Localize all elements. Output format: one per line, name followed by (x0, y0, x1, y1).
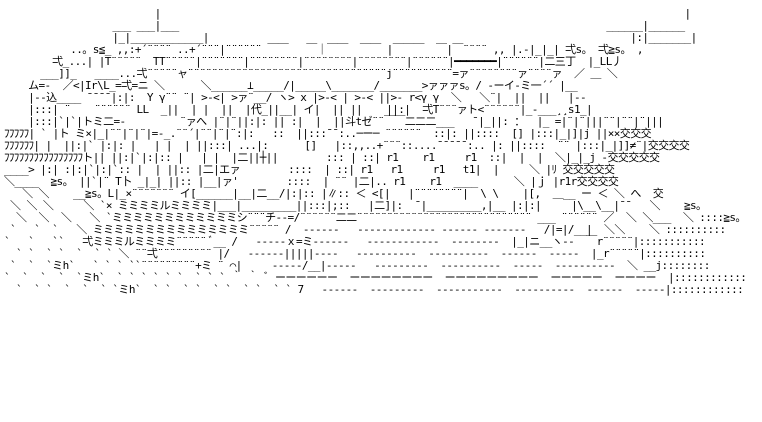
art-line: ` ` ` ` ` ` `ミh` ` ` ` ` ` ` ` ` ` ` 7 -… (4, 283, 744, 296)
art-line: ＼ ＼ ＼ ＼ `ミミミミミミミミミミミミシ¨¨¨チ--=/¨¨¨¨¨¨二二¨¨… (4, 211, 746, 224)
art-line: ＼____ ≧s。 ||`|¨ T卜 _|_| ||:: |__|ァ' ::::… (4, 175, 619, 188)
art-line: |:::| ¨ ¨¨¨¨¨¨ LL _|| | | || |代_||__| イ|… (4, 103, 593, 116)
art-line: ム=- ／<|Ir\L_=弌=ニ ＼ ＼______⊥_____/|_____\… (4, 79, 578, 92)
art-line: ____> |:| :|:|`|:|`:: | | ||:: |二|エァ :::… (4, 163, 615, 176)
ascii-art-canvas: | | ___ ___|___ ______|____ (4, 8, 758, 416)
art-line: ..。s≦_ ,,:+´¨¨¨¨ ..+´¨¨¨|¨¨¨¨¨¨ ￣￣ ￣｜￣￣ … (4, 43, 643, 56)
art-line: ` ` ` ` ` ` ` ＼ ¨¨弌¨¨¨¨¨¨¨¨¨ |/ ------||… (4, 247, 706, 260)
art-line: ` ` `` 弌ミミミルミミミミ¨¨¨¨¨ ﾞ__ / -----ｘ=ミ----… (4, 235, 706, 248)
art-line: ＼ ＼ __≧s。L|_×¨¨¨¨¨¨¨ イ[______|__|二__/|:|… (4, 187, 664, 200)
art-line: | | (4, 8, 692, 20)
art-line: ___]]_ ____...弌¨¨¨¨¨ャ¨¨¨¨¨¨¨¨¨¨¨¨¨¨¨¨¨¨¨… (4, 67, 618, 80)
art-line: |:::|`|`|トミ二=- ¨ァへ |¨|¨||:|: || :| | ||斗… (4, 115, 664, 128)
art-line: |--込____ ¯¯¯¯|:|: Y γ¨¨ ¨| >-<| >ァ¨__/ ヽ… (4, 91, 587, 104)
art-line: ＼ ＼ ＼ ＼ `× ミミミミルミミミミ|___|_________||:::|… (4, 199, 707, 212)
art-line: |_|____________| |:|_______| (4, 31, 697, 44)
art-line: ﾌﾌﾌﾌﾌﾌ| | ||:|` |:|: | | | | ||:::| ...|… (4, 139, 690, 152)
art-line: ` ` ` ` `ミh` ` ` ` ` ` ` ` ` ` ｀ ｀ ﾞ ーーー… (4, 271, 747, 284)
art-line: ` ` ` ＼ ミミミミミミミミミミミミミミミ¨¨¨¨¨ / ------ --… (4, 223, 726, 236)
art-line: ﾌﾌﾌﾌﾌﾌﾌﾌﾌﾌﾌﾌﾌﾌﾌﾌト|| ||:|`|:|:: | | | |二|… (4, 151, 660, 164)
art-line: 弌_...| |T¨¨¨¨¨ TT¨¨¨¨¨|¨¨¨¨¨¨¨|¨¨¨¨¨¨¨¨|… (4, 55, 623, 68)
art-line: ___ ___|___ ______|______ (4, 19, 685, 32)
art-line: ﾌﾌﾌﾌﾌ| ` |ト ミ×|_|¨¨|¨|¨|=-_.¨¨´|¨¨|¨|¨:|… (4, 127, 652, 140)
art-line: ` ` `ミh` ` ` ` ``¨¨¨¨¨¨¨¨¨+ミ ¨ ⌒| -----/… (4, 259, 710, 272)
